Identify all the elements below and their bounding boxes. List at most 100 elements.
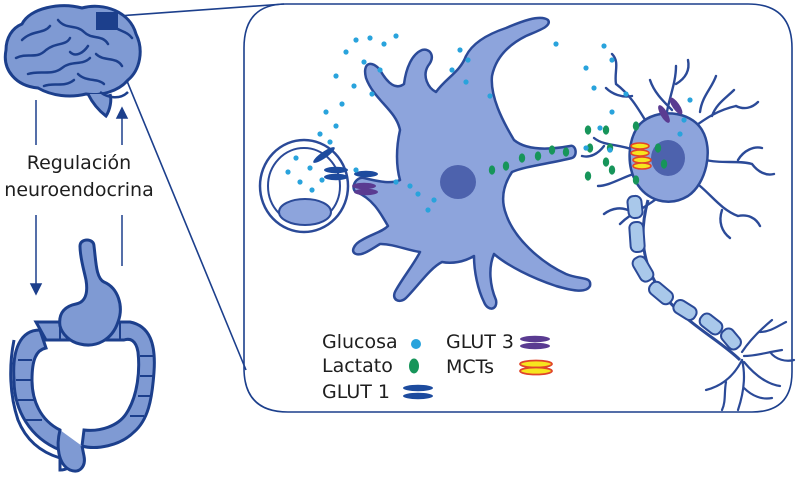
glucose-particle [449, 67, 455, 73]
lactate-particle [488, 165, 496, 175]
glucose-particle [309, 187, 315, 193]
lactate-particle [562, 147, 570, 157]
glucose-particle [293, 155, 299, 161]
glucose-particle [583, 145, 589, 151]
glut3-marker [354, 188, 378, 196]
legend-glut3-label: GLUT 3 [446, 331, 515, 353]
legend-glut1-label: GLUT 1 [322, 381, 391, 403]
legend-lactate-symbol [409, 358, 419, 374]
zoom-frame [105, 3, 793, 413]
glucose-particle [609, 109, 615, 115]
lactate-particle [518, 153, 526, 163]
glucose-particle [285, 169, 291, 175]
mct-marker [632, 156, 652, 164]
glucose-particle [407, 183, 413, 189]
glucose-particle [361, 59, 367, 65]
glucose-particle [327, 139, 333, 145]
glucose-particle [339, 101, 345, 107]
glucose-particle [317, 131, 323, 137]
legend-glut1-symbol [403, 384, 433, 400]
glucose-particle [457, 47, 463, 53]
glucose-particle [607, 147, 613, 153]
glucose-particle [623, 91, 629, 97]
legend-symbols [403, 335, 553, 400]
glucose-particle [583, 65, 589, 71]
glucose-particle [381, 41, 387, 47]
arrow-up-head [115, 106, 129, 119]
glut1-marker [324, 173, 348, 181]
glut3-markers [352, 97, 683, 196]
glucose-particle [487, 93, 493, 99]
glucose-particle [377, 67, 383, 73]
rounded-inset-frame [243, 3, 793, 413]
glucose-particle [353, 167, 359, 173]
zoom-line-top [117, 3, 285, 17]
glut3-marker [352, 182, 376, 190]
legend-lactato-label: Lactato [322, 355, 393, 377]
lactate-particle [584, 125, 592, 135]
legend-glut3-symbol [520, 335, 550, 350]
lactate-particle [584, 171, 592, 181]
regulation-label-line2: neuroendocrina [4, 179, 154, 201]
lactate-particle [502, 161, 510, 171]
glucose-particle [393, 33, 399, 39]
brain-highlight-region [96, 12, 118, 30]
glut3-marker [658, 105, 670, 123]
glucose-particle [687, 97, 693, 103]
glucose-particle [677, 131, 683, 137]
glut1-marker [354, 170, 378, 178]
colon [12, 328, 62, 453]
glut1-markers [313, 147, 378, 181]
glut1-marker [313, 147, 335, 163]
glucose-particle [681, 117, 687, 123]
glucose-particle [597, 125, 603, 131]
lactate-particle [534, 151, 542, 161]
glucose-particle [601, 43, 607, 49]
glucose-particle [591, 85, 597, 91]
glucose-particle [465, 57, 471, 63]
brain-icon [3, 4, 142, 119]
mct-marker [632, 162, 652, 170]
lactate-particle [632, 121, 640, 131]
glucose-particle [367, 35, 373, 41]
astrocyte [351, 16, 592, 310]
lactate-particle [548, 145, 556, 155]
regulation-label: Regulación neuroendocrina [0, 150, 164, 204]
glucose-particle [319, 177, 325, 183]
glucose-particle [343, 49, 349, 55]
glucose-particle [323, 109, 329, 115]
glucose-particle [415, 191, 421, 197]
zoom-line-bottom [105, 29, 247, 371]
neuron [580, 52, 796, 412]
glucose-particle [609, 57, 615, 63]
lactate-particle [608, 165, 616, 175]
regulation-arrows [29, 100, 129, 296]
lactate-particle [586, 143, 594, 153]
capillary [258, 138, 350, 234]
glucose-particle [351, 83, 357, 89]
lactate-particle [654, 143, 662, 153]
astrocyte-nucleus [440, 165, 476, 199]
glucose-particle [333, 123, 339, 129]
stomach [58, 238, 122, 347]
glucose-particles [285, 33, 693, 213]
glucose-particle [431, 197, 437, 203]
glucose-particle [463, 79, 469, 85]
glucose-particle [553, 41, 559, 47]
glut1-marker [324, 166, 348, 174]
capillary-nucleus [278, 198, 332, 226]
glucose-particle [369, 91, 375, 97]
legend-mcts-symbol [519, 359, 553, 376]
mct-marker [630, 142, 650, 150]
glucose-particle [297, 179, 303, 185]
glucose-particle [333, 73, 339, 79]
mct-marker [630, 149, 650, 157]
legend-glucose-symbol [411, 339, 421, 349]
glucose-particle [393, 179, 399, 185]
myelin-sheath [626, 194, 742, 351]
axon-terminal [704, 318, 796, 412]
regulation-label-line1: Regulación [26, 152, 132, 174]
gut-icon [9, 238, 156, 473]
legend-glucosa-label: Glucosa [322, 331, 398, 353]
